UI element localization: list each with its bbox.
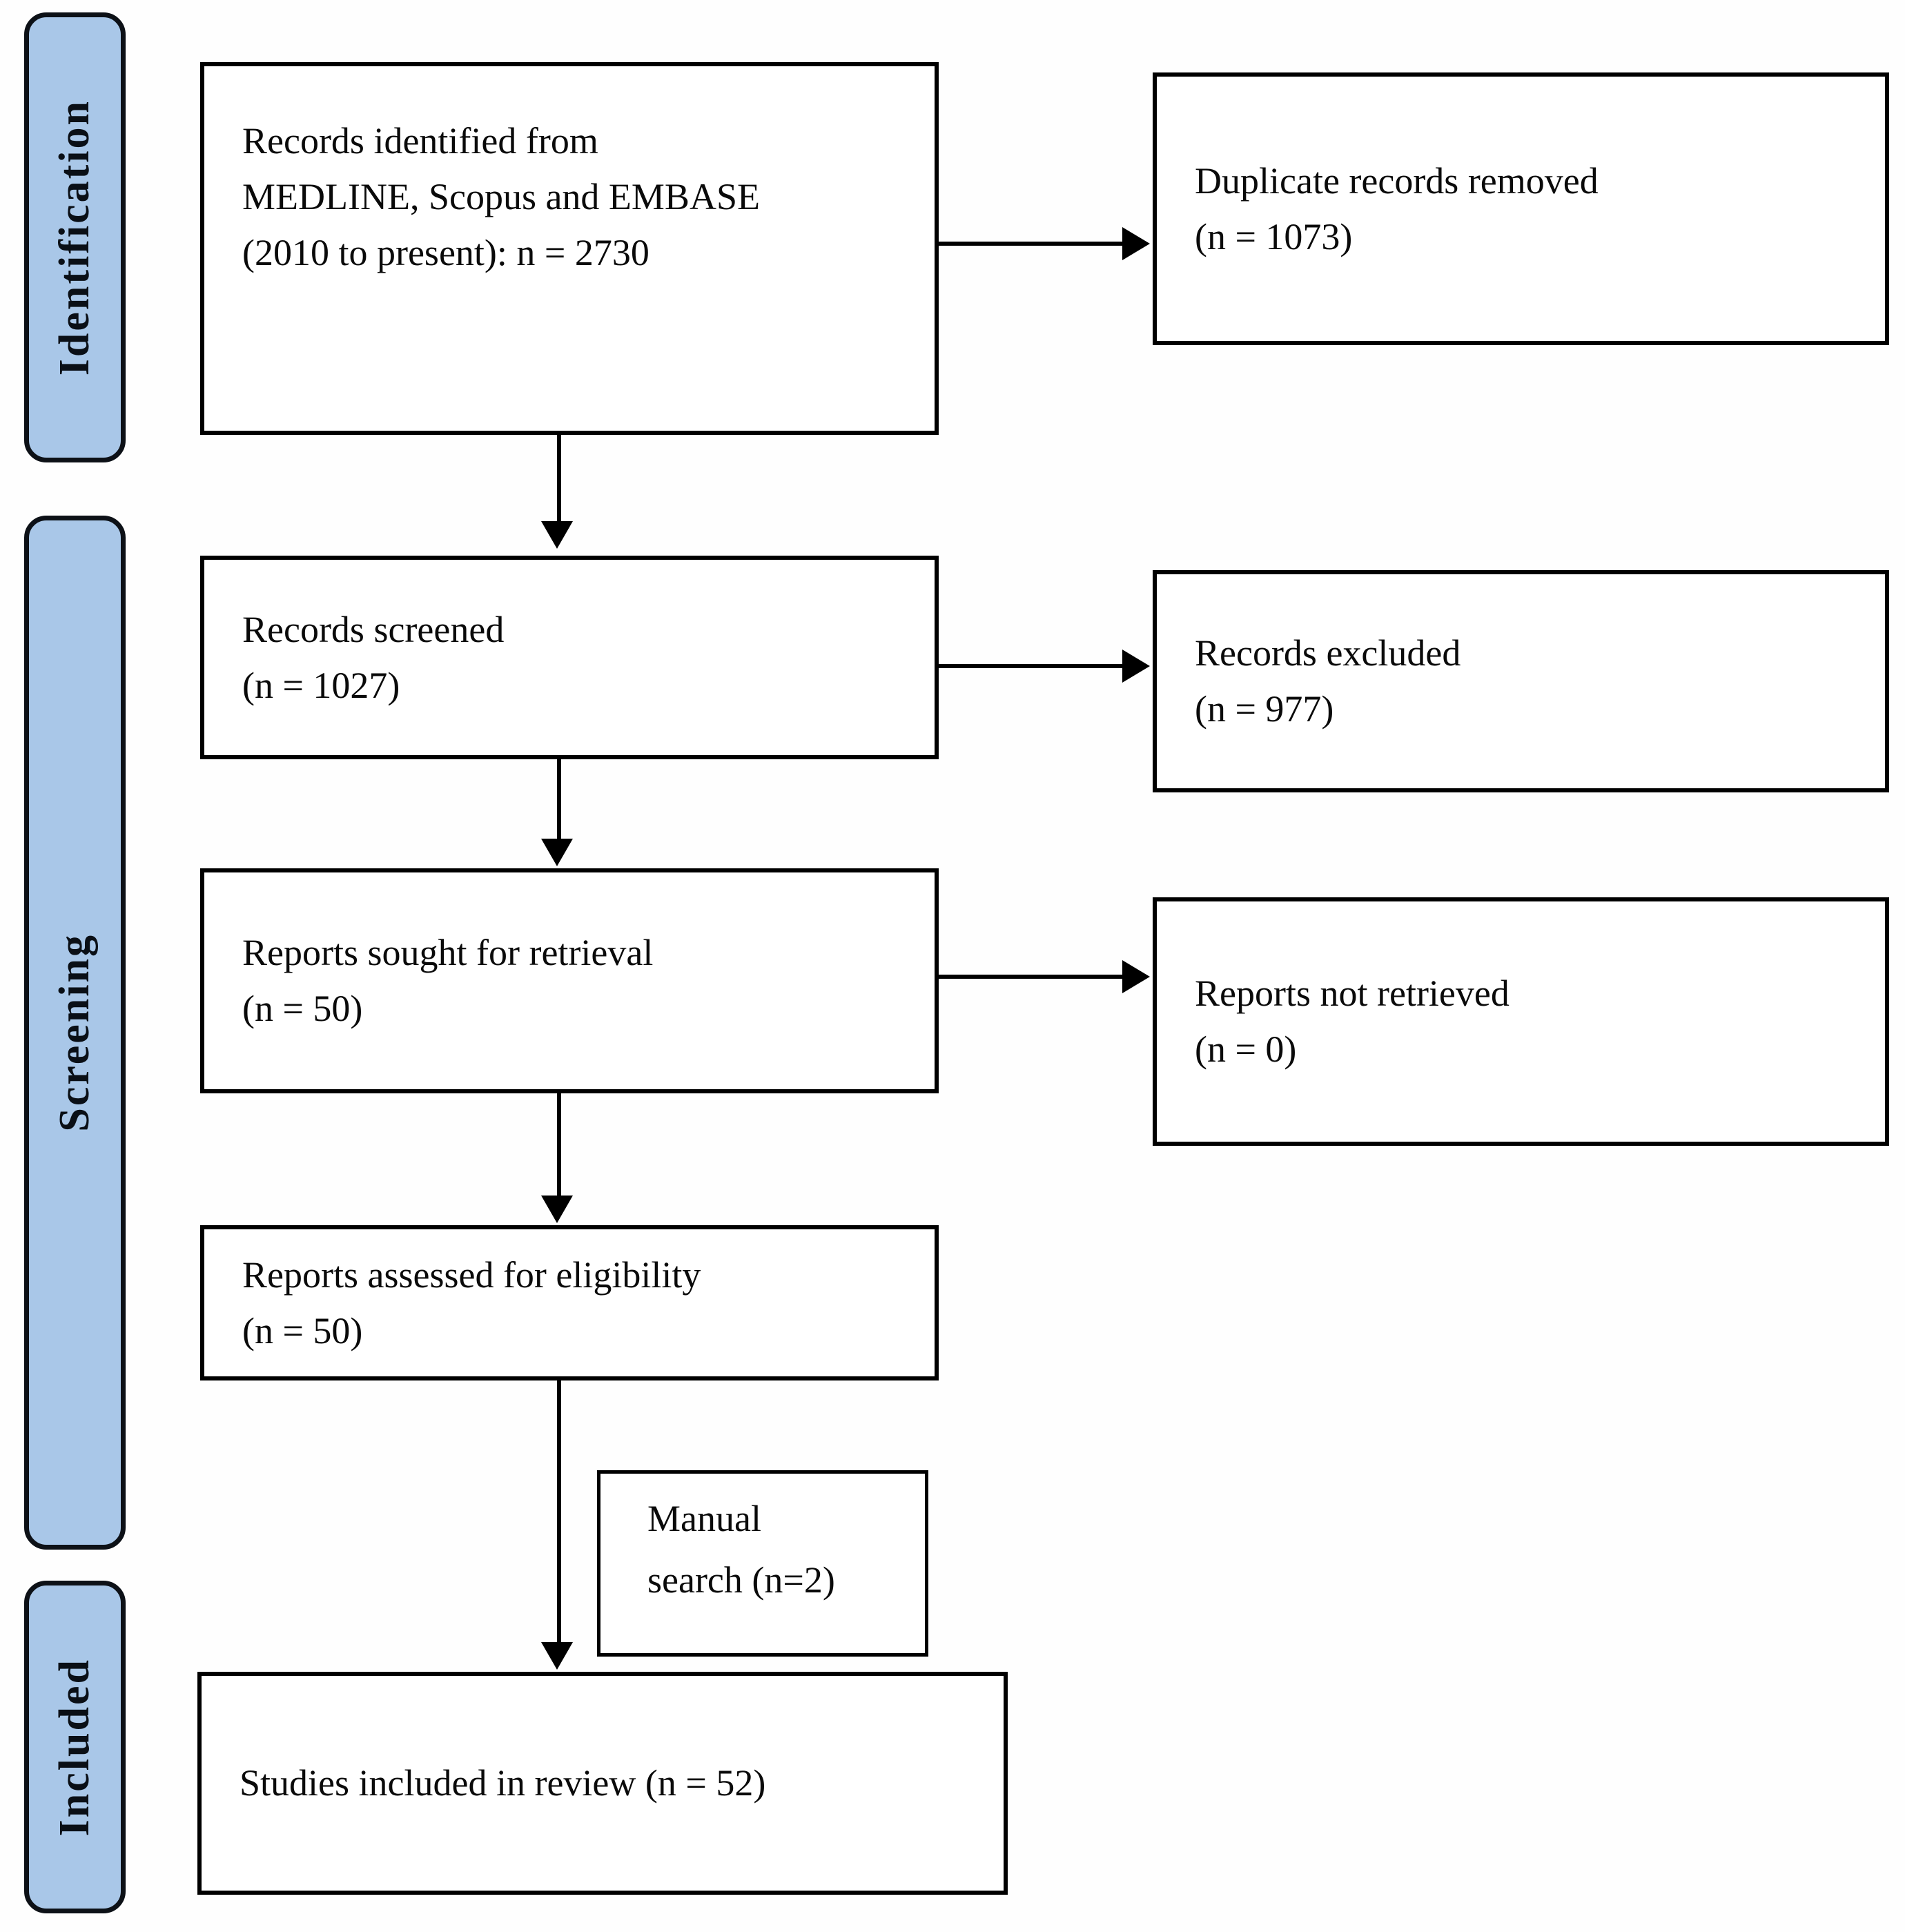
box-studies-included-line1: Studies included in review (n = 52) (240, 1762, 766, 1804)
stage-bar-identification: Identification (24, 12, 126, 462)
box-records-screened-line1: Records screened (242, 608, 505, 650)
stage-bar-screening: Screening (24, 516, 126, 1550)
arrow-head-right-icon (1122, 650, 1150, 683)
box-duplicate-records-removed-line2: (n = 1073) (1195, 215, 1353, 257)
arrow-head-right-icon (1122, 960, 1150, 993)
arrow-identified-to-screened (541, 435, 573, 550)
box-records-excluded-line1: Records excluded (1195, 632, 1461, 674)
arrow-shaft (557, 759, 561, 840)
box-duplicate-records-removed: Duplicate records removed (n = 1073) (1153, 72, 1889, 345)
arrow-screened-to-excluded (939, 650, 1153, 683)
box-duplicate-records-removed-line1: Duplicate records removed (1195, 159, 1599, 202)
arrow-head-down-icon (541, 521, 573, 549)
arrow-shaft (939, 975, 1124, 979)
box-manual-search-line2: search (n=2) (647, 1559, 835, 1601)
box-reports-assessed-line1: Reports assessed for eligibility (242, 1253, 701, 1296)
box-studies-included: Studies included in review (n = 52) (197, 1672, 1008, 1895)
box-records-screened: Records screened (n = 1027) (200, 556, 939, 759)
arrow-identified-to-duplicates (939, 227, 1153, 260)
arrow-sought-to-assessed (541, 1093, 573, 1224)
box-reports-sought: Reports sought for retrieval (n = 50) (200, 868, 939, 1093)
box-records-identified-line1: Records identified from (242, 119, 598, 162)
arrow-shaft (557, 1093, 561, 1197)
arrow-head-down-icon (541, 1196, 573, 1223)
stage-label-included: Included (51, 1657, 98, 1837)
box-manual-search-line1: Manual (647, 1497, 761, 1539)
box-records-identified-line3: (2010 to present): n = 2730 (242, 231, 649, 273)
stage-label-identification: Identification (51, 99, 98, 376)
box-records-excluded: Records excluded (n = 977) (1153, 570, 1889, 792)
box-reports-not-retrieved: Reports not retrieved (n = 0) (1153, 897, 1889, 1146)
box-reports-sought-line1: Reports sought for retrieval (242, 932, 654, 973)
box-records-identified: Records identified from MEDLINE, Scopus … (200, 62, 939, 435)
box-reports-sought-line2: (n = 50) (242, 988, 363, 1029)
arrow-head-down-icon (541, 1642, 573, 1670)
stage-bar-included: Included (24, 1581, 126, 1913)
box-records-screened-line2: (n = 1027) (242, 664, 400, 706)
box-manual-search: Manual search (n=2) (597, 1470, 928, 1657)
box-reports-not-retrieved-line1: Reports not retrieved (1195, 973, 1510, 1014)
stage-label-screening: Screening (51, 933, 98, 1132)
arrow-shaft (557, 435, 561, 523)
box-records-excluded-line2: (n = 977) (1195, 688, 1334, 730)
arrow-shaft (939, 242, 1124, 246)
arrow-head-down-icon (541, 839, 573, 866)
box-reports-assessed: Reports assessed for eligibility (n = 50… (200, 1225, 939, 1380)
arrow-shaft (557, 1380, 561, 1643)
box-records-identified-line2: MEDLINE, Scopus and EMBASE (242, 175, 760, 217)
arrow-assessed-to-included (541, 1380, 573, 1671)
arrow-sought-to-not-retrieved (939, 960, 1153, 993)
arrow-shaft (939, 664, 1124, 668)
arrow-screened-to-sought (541, 759, 573, 868)
box-reports-not-retrieved-line2: (n = 0) (1195, 1028, 1297, 1070)
box-reports-assessed-line2: (n = 50) (242, 1309, 363, 1352)
arrow-head-right-icon (1122, 227, 1150, 260)
